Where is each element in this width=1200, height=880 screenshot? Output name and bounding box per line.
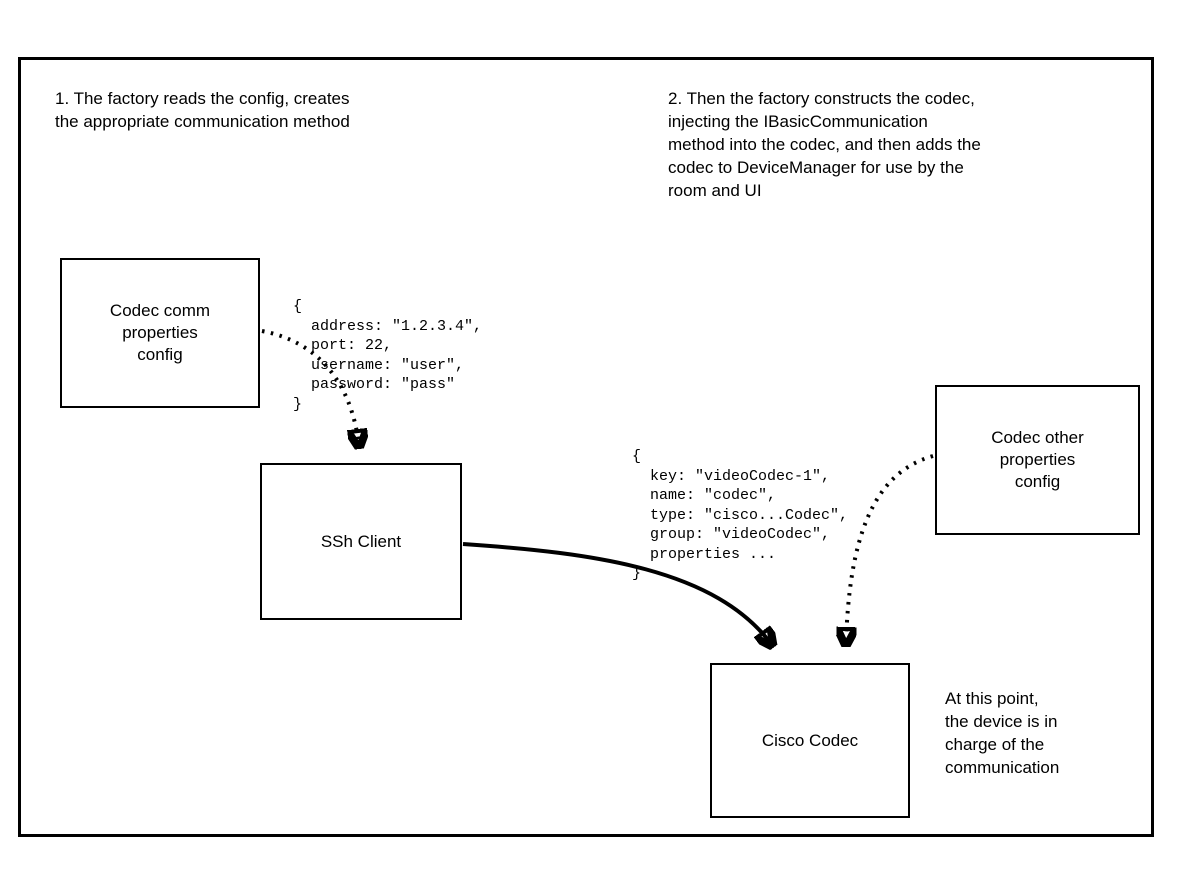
box-codec-comm-config: Codec comm properties config — [60, 258, 260, 408]
box-codec-other-config: Codec other properties config — [935, 385, 1140, 535]
box-ssh-client-label: SSh Client — [320, 531, 402, 551]
code-comm-properties: { address: "1.2.3.4", port: 22, username… — [293, 298, 483, 413]
code-codec-properties: { key: "videoCodec-1", name: "codec", ty… — [632, 448, 849, 582]
box-cisco-codec: Cisco Codec — [710, 663, 910, 818]
box-codec-other-config-label: Codec other properties config — [991, 428, 1084, 491]
box-codec-comm-config-label: Codec comm properties config — [109, 301, 211, 364]
diagram-border — [18, 57, 1154, 837]
box-cisco-codec-label: Cisco Codec — [761, 730, 859, 750]
note-step2: 2. Then the factory constructs the codec… — [668, 89, 981, 200]
note-step1: 1. The factory reads the config, creates… — [55, 89, 350, 131]
note-endpoint: At this point, the device is in charge o… — [945, 689, 1060, 777]
box-ssh-client: SSh Client — [260, 463, 462, 620]
